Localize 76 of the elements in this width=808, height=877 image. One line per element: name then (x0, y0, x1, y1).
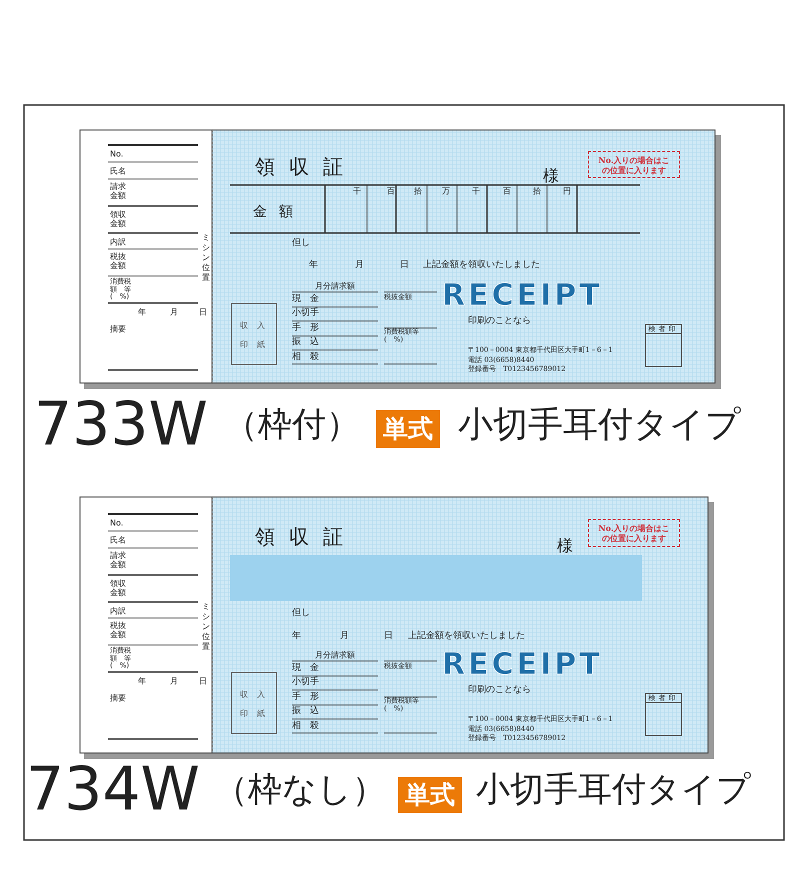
field-label: 氏名 (110, 535, 126, 545)
field-label: 請求金額 (110, 552, 127, 570)
receipt-title: 領収証 (255, 526, 357, 548)
issuer-note: 印刷のことなら (468, 316, 531, 326)
digit-heading: 万 (442, 186, 450, 196)
type-name: 小切手耳付タイプ (458, 404, 741, 446)
receipt-outline-text: RECEIPT (442, 278, 603, 314)
date-label: 日 (400, 260, 409, 270)
field-label: No. (110, 518, 124, 528)
amount-label: 金額 (253, 204, 305, 220)
date-label: 年 (138, 307, 146, 317)
field-label: 税抜金額 (110, 253, 127, 271)
date-label: 日 (384, 630, 393, 642)
payment-label: 手 形 (292, 322, 319, 334)
digit-heading: 円 (563, 186, 571, 196)
addressee-label: 様 (557, 536, 573, 556)
date-label: 月 (355, 260, 364, 270)
payment-label: 相 殺 (292, 720, 319, 732)
date-label: 月 (170, 307, 178, 317)
field-label: 請求金額 (110, 183, 127, 201)
payment-label: 手 形 (292, 692, 319, 702)
date-label: 月 (340, 630, 349, 642)
date-label: 日 (199, 307, 207, 317)
receipt-statement: 上記金額を領収いたしました (408, 630, 525, 642)
payment-label: 現 金 (292, 662, 319, 674)
receipt-outline-text: RECEIPT (442, 648, 603, 682)
field-label: 領収金額 (110, 580, 127, 598)
digit-heading: 千 (353, 186, 361, 196)
payment-label: 相 殺 (292, 352, 319, 362)
digit-heading: 拾 (414, 186, 422, 196)
type-name: 小切手耳付タイプ (476, 770, 751, 810)
badge: 単式 (376, 410, 440, 448)
perforation-note: ミシン位置 (202, 602, 211, 652)
field-label: 領収金額 (110, 211, 127, 229)
note-label: 但し (292, 608, 310, 618)
date-label: 年 (138, 676, 146, 686)
receipt-title: 領収証 (255, 156, 357, 178)
field-label: 内訳 (110, 237, 126, 247)
digit-heading: 拾 (533, 186, 541, 196)
model-number: 734W (26, 756, 200, 824)
payment-label: 振 込 (292, 706, 319, 716)
badge: 単式 (398, 777, 462, 813)
payment-label: 小切手 (292, 308, 319, 318)
revenue-stamp-box: 収入印紙 (231, 672, 277, 734)
field-label: 摘要 (110, 324, 126, 334)
payment-label: 振 込 (292, 336, 319, 348)
field-label: 内訳 (110, 606, 126, 616)
receipt-statement: 上記金額を領収いたしました (423, 260, 540, 270)
date-label: 月 (170, 676, 178, 686)
field-label: 摘要 (110, 693, 126, 703)
note-box: No.入りの場合はこの位置に入ります (588, 151, 680, 178)
amount-band (230, 555, 642, 601)
issuer-note: 印刷のことなら (468, 684, 531, 696)
model-number: 733W (34, 390, 208, 460)
addressee-label: 様 (543, 166, 559, 186)
frame-type: （枠なし） (214, 770, 386, 810)
date-label: 日 (199, 676, 207, 686)
frame-type: （枠付） (224, 405, 360, 445)
digit-heading: 千 (472, 186, 480, 196)
date-label: 年 (309, 260, 318, 270)
revenue-stamp-box: 収入印紙 (231, 303, 277, 365)
breakdown-heading: 月分請求額 (315, 281, 355, 291)
inspector-stamp-box (645, 693, 682, 736)
note-label: 但し (292, 238, 310, 248)
digit-heading: 百 (503, 186, 511, 196)
breakdown-heading: 月分請求額 (315, 650, 355, 660)
date-label: 年 (292, 630, 301, 642)
payment-label: 現 金 (292, 294, 319, 304)
field-label: 税抜金額 (110, 622, 127, 640)
digit-heading: 百 (387, 186, 395, 196)
field-label: No. (110, 149, 124, 159)
perforation-note: ミシン位置 (202, 233, 211, 283)
note-box: No.入りの場合はこの位置に入ります (588, 519, 680, 547)
field-label: 氏名 (110, 166, 126, 176)
inspector-stamp-box (645, 324, 682, 367)
payment-label: 小切手 (292, 676, 319, 688)
